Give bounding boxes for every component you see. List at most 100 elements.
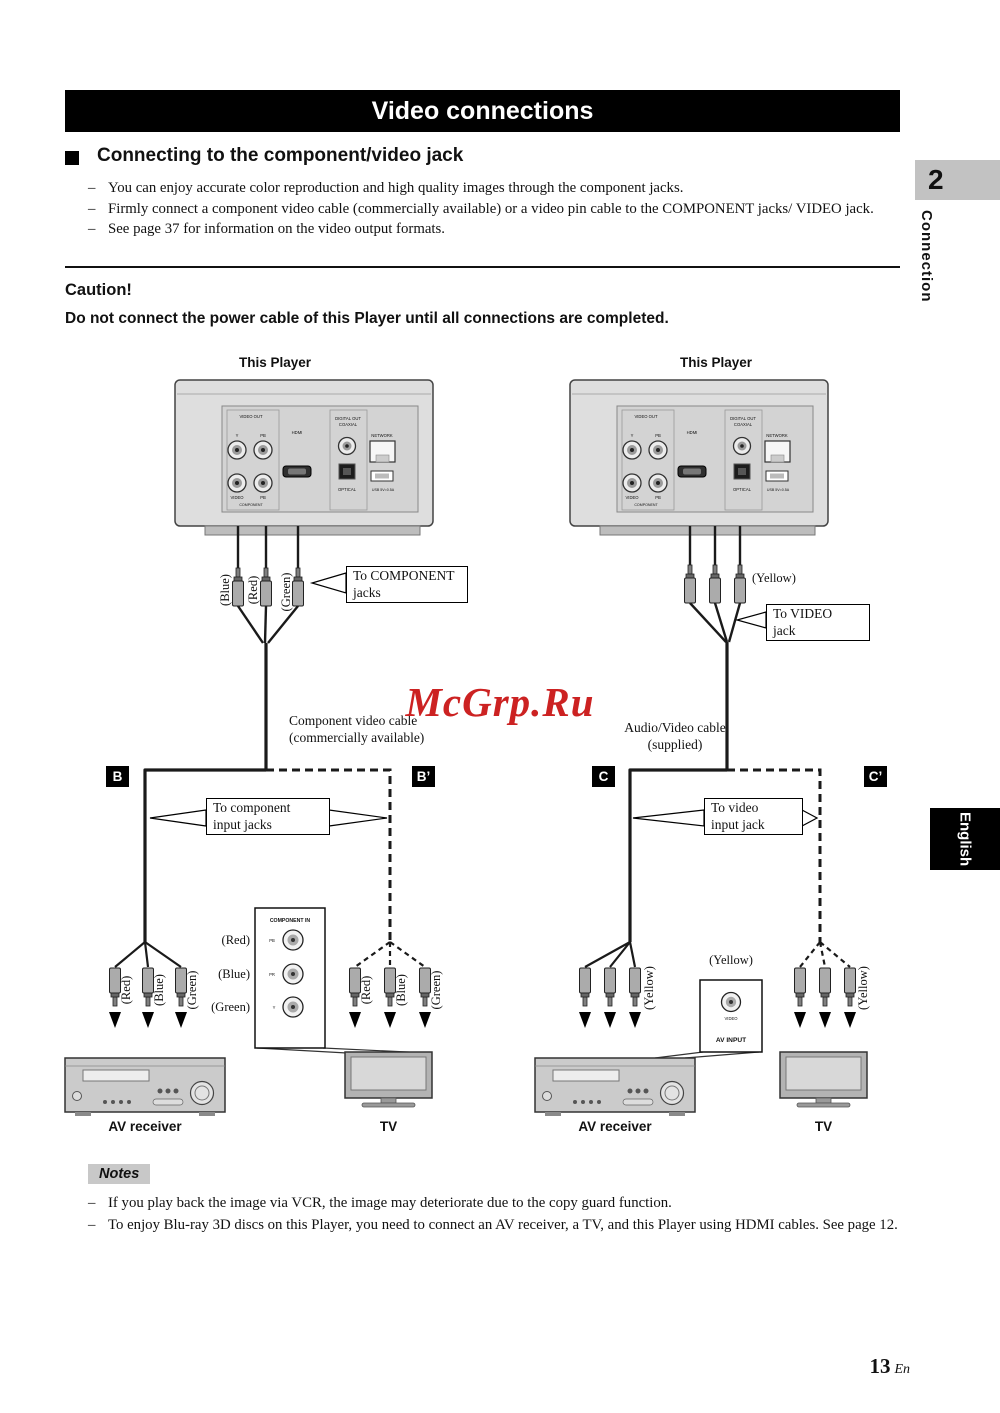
horizontal-rule (65, 266, 900, 268)
player-rear-left (174, 379, 434, 536)
callout-line: jack (773, 622, 796, 638)
svg-text:PB: PB (655, 433, 661, 438)
callout-to-video-jack: To VIDEO jack (766, 604, 870, 641)
callout-to-component-input: To component input jacks (206, 798, 330, 835)
svg-text:VIDEO: VIDEO (724, 1016, 738, 1021)
cable-label-yellow: (Yellow) (642, 966, 656, 1010)
svg-text:COAXIAL: COAXIAL (339, 422, 358, 427)
cable-label-green: (Green) (279, 572, 293, 612)
callout-line: To VIDEO (773, 606, 833, 621)
tv-label: TV (814, 1119, 833, 1134)
svg-text:USB 5V=0.5A: USB 5V=0.5A (372, 488, 395, 492)
callout-line: To video (711, 800, 759, 815)
callout-line: To component (213, 800, 291, 815)
svg-text:VIDEO: VIDEO (625, 495, 639, 500)
player-rear-right (569, 379, 829, 536)
notes-badge-text: Notes (99, 1166, 140, 1182)
cable-label-yellow: (Yellow) (752, 571, 796, 585)
svg-text:Y: Y (236, 433, 239, 438)
page-header-bar: Video connections (65, 90, 900, 132)
callout-line: To COMPONENT (353, 568, 455, 583)
svg-text:PR: PR (269, 972, 275, 977)
notes-list: If you play back the image via VCR, the … (88, 1193, 908, 1237)
chapter-label-text: Connection (918, 210, 935, 303)
svg-text:PB: PB (269, 938, 275, 943)
page-title: Video connections (371, 96, 594, 125)
player-left-jack-labels: VIDEO OUT Y PB HDMI DIGITAL OUT COAXIAL … (230, 414, 394, 507)
caption-line: (commercially available) (289, 730, 425, 745)
language-tab-text: English (956, 811, 974, 867)
chapter-number: 2 (928, 164, 944, 195)
caption-line: Component video cable (289, 713, 418, 728)
svg-text:VIDEO OUT: VIDEO OUT (239, 414, 262, 419)
component-cable-left (114, 526, 426, 968)
svg-text:USB 5V=0.5A: USB 5V=0.5A (767, 488, 790, 492)
av-receiver-label: AV receiver (108, 1119, 182, 1134)
svg-text:VIDEO: VIDEO (230, 495, 244, 500)
callout-line: input jacks (213, 816, 272, 832)
cable-label-blue: (Blue) (218, 574, 232, 606)
caption-line: (supplied) (647, 737, 703, 752)
cable-label-yellow: (Yellow) (709, 953, 753, 967)
rca-plugs-top (232, 564, 746, 607)
component-cable-caption: Component video cable (commercially avai… (289, 712, 424, 746)
panel-label-red: (Red) (221, 933, 250, 947)
svg-text:NETWORK: NETWORK (371, 433, 393, 438)
av-input-panel: VIDEO AV INPUT (654, 979, 763, 1059)
cable-label-blue: (Blue) (394, 974, 408, 1006)
callout-pointers (149, 572, 819, 827)
svg-text:OPTICAL: OPTICAL (733, 487, 752, 492)
panel-label-blue: (Blue) (218, 967, 250, 981)
callout-line: jacks (353, 584, 381, 600)
page-number-suffix: En (894, 1362, 910, 1377)
note-item: To enjoy Blu-ray 3D discs on this Player… (88, 1215, 908, 1235)
svg-text:COMPONENT: COMPONENT (634, 503, 658, 507)
svg-text:NETWORK: NETWORK (766, 433, 788, 438)
caution-heading: Caution! (65, 281, 132, 299)
caution-text: Do not connect the power cable of this P… (65, 310, 669, 327)
svg-text:Y: Y (631, 433, 634, 438)
badge-c: C (592, 766, 615, 787)
svg-text:VIDEO OUT: VIDEO OUT (634, 414, 657, 419)
av-receiver-left (64, 1057, 226, 1117)
badge-b: B (106, 766, 129, 787)
callout-to-video-input: To video input jack (704, 798, 803, 835)
watermark-text: McGrp.Ru (405, 679, 595, 725)
av-cable-caption: Audio/Video cable (supplied) (612, 719, 738, 753)
notes-badge: Notes (88, 1164, 151, 1184)
chapter-label-vertical: Connection (918, 210, 948, 340)
svg-text:PB: PB (260, 495, 266, 500)
svg-text:DIGITAL OUT: DIGITAL OUT (335, 416, 361, 421)
section-title: Connecting to the component/video jack (97, 145, 464, 166)
badge-c-prime: C’ (864, 766, 887, 787)
component-in-panel: COMPONENT IN PB PR Y (254, 907, 429, 1054)
cable-label-red: (Red) (246, 575, 260, 605)
tv-right (779, 1051, 868, 1108)
callout-to-component-jacks: To COMPONENT jacks (346, 566, 468, 603)
callout-line: input jack (711, 816, 765, 832)
down-arrows (109, 1012, 856, 1028)
badge-b-prime: B’ (412, 766, 435, 787)
cable-label-red: (Red) (119, 975, 133, 1005)
svg-text:OPTICAL: OPTICAL (338, 487, 357, 492)
this-player-label-left: This Player (238, 355, 312, 370)
svg-text:COAXIAL: COAXIAL (734, 422, 753, 427)
cable-label-yellow: (Yellow) (856, 966, 870, 1010)
svg-text:PB: PB (260, 433, 266, 438)
svg-text:HDMI: HDMI (687, 430, 698, 435)
chapter-number-tab: 2 (915, 160, 1000, 200)
note-item: If you play back the image via VCR, the … (88, 1193, 908, 1213)
intro-bullet-list: You can enjoy accurate color reproductio… (88, 179, 906, 241)
bullet-item: Firmly connect a component video cable (… (88, 200, 906, 220)
cable-label-green: (Green) (429, 970, 443, 1010)
tv-left (344, 1051, 433, 1108)
cable-label-red: (Red) (359, 975, 373, 1005)
caption-line: Audio/Video cable (624, 720, 726, 735)
bullet-item: You can enjoy accurate color reproductio… (88, 179, 906, 199)
page-number: 13 (869, 1354, 891, 1378)
tv-label: TV (379, 1119, 398, 1134)
section-bullet-square (65, 151, 79, 165)
av-cable-right (584, 526, 851, 968)
bullet-item: See page 37 for information on the video… (88, 220, 906, 240)
svg-text:COMPONENT IN: COMPONENT IN (270, 918, 311, 924)
